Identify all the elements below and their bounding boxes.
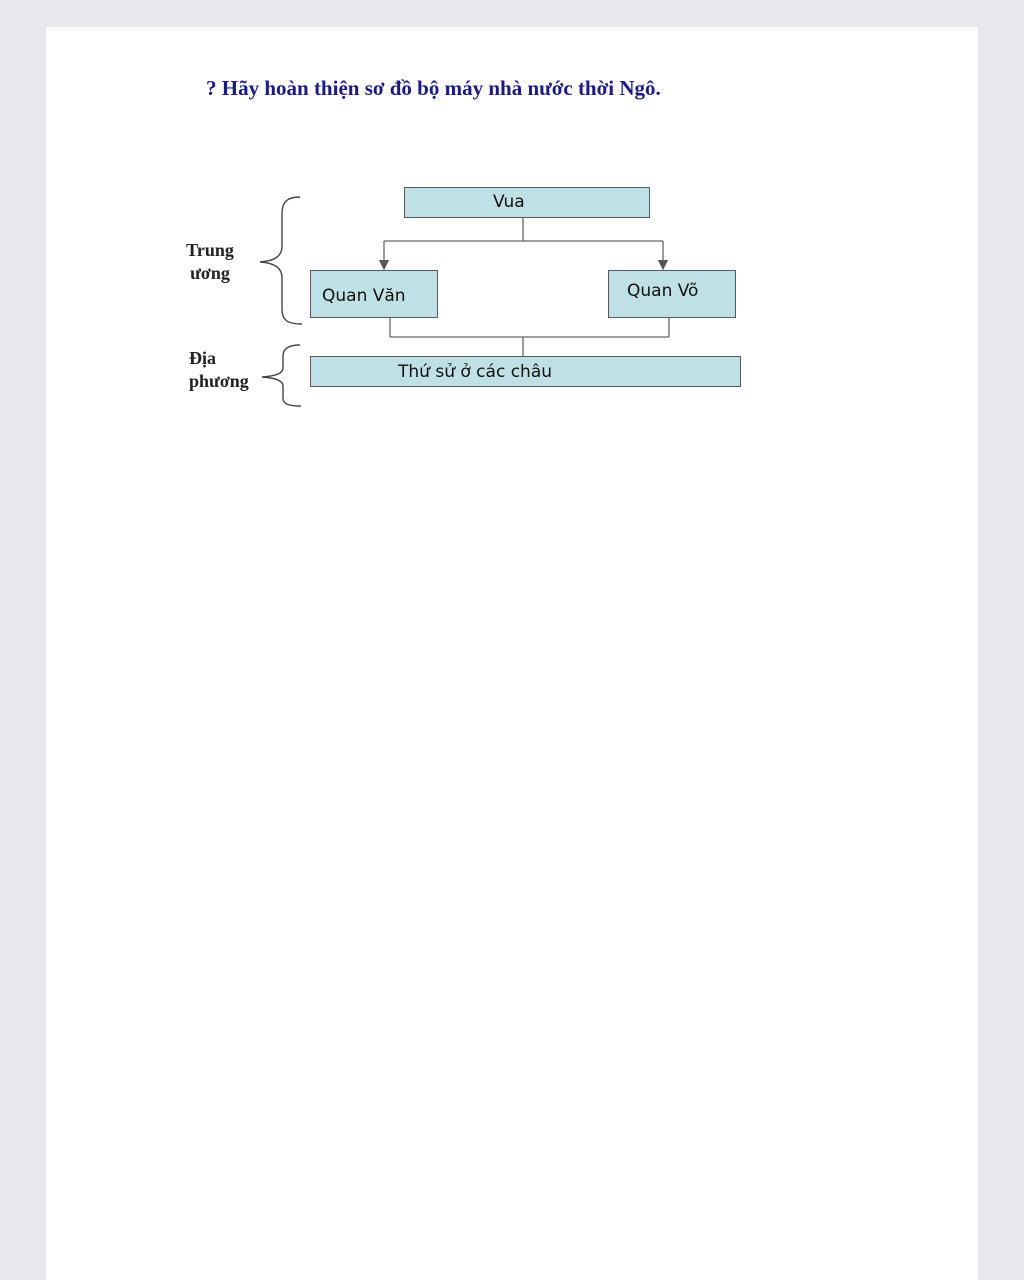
group-label-central: Trung ương — [184, 239, 236, 285]
document-page — [46, 27, 978, 1280]
central-label-line1: Trung — [186, 240, 234, 260]
question-title: ? Hãy hoàn thiện sơ đồ bộ máy nhà nước t… — [206, 76, 661, 100]
military-officials-box: Quan Võ — [608, 270, 736, 318]
group-label-local: Địa phương — [189, 347, 249, 393]
king-label: Vua — [493, 192, 525, 212]
local-governors-label: Thứ sử ở các châu — [398, 362, 553, 382]
civil-officials-label: Quan Văn — [322, 286, 406, 306]
military-officials-label: Quan Võ — [627, 281, 699, 301]
central-label-line2: ương — [190, 263, 230, 283]
local-label-line2: phương — [189, 371, 249, 391]
local-governors-box: Thứ sử ở các châu — [310, 356, 741, 387]
king-box: Vua — [404, 187, 650, 218]
civil-officials-box: Quan Văn — [310, 270, 438, 318]
brace-central-icon — [259, 196, 303, 325]
brace-local-icon — [261, 344, 302, 407]
local-label-line1: Địa — [189, 348, 216, 368]
